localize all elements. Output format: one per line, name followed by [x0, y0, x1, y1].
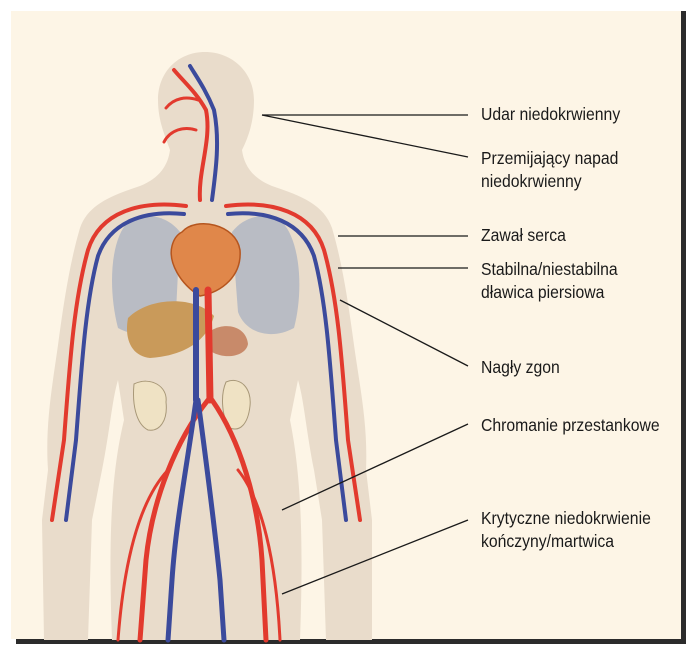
- label-przemijajacy-line1: Przemijający napad: [481, 147, 618, 170]
- label-zgon-text: Nagły zgon: [481, 356, 560, 379]
- label-chromanie: Chromanie przestankowe: [481, 414, 660, 437]
- right-lung: [232, 216, 299, 334]
- label-krytyczne-line1: Krytyczne niedokrwienie: [481, 507, 651, 530]
- label-dlawica-piersiowa: Stabilna/niestabilna dławica piersiowa: [481, 258, 618, 304]
- aorta: [208, 290, 210, 400]
- leader-krytyczne: [282, 520, 468, 594]
- label-nagly-zgon: Nagły zgon: [481, 356, 560, 379]
- leader-przemijajacy: [262, 115, 468, 157]
- label-krytyczne-line2: kończyny/martwica: [481, 530, 651, 553]
- label-zawal-text: Zawał serca: [481, 224, 566, 247]
- label-udar-niedokrwienny: Udar niedokrwienny: [481, 103, 620, 126]
- label-dlawica-line1: Stabilna/niestabilna: [481, 258, 618, 281]
- label-przemijajacy-line2: niedokrwienny: [481, 170, 618, 193]
- label-dlawica-line2: dławica piersiowa: [481, 281, 618, 304]
- label-przemijajacy-napad: Przemijający napad niedokrwienny: [481, 147, 618, 193]
- label-krytyczne-niedokrwienie: Krytyczne niedokrwienie kończyny/martwic…: [481, 507, 651, 553]
- leader-zgon: [340, 300, 468, 366]
- label-chromanie-text: Chromanie przestankowe: [481, 414, 660, 437]
- label-zawal-serca: Zawał serca: [481, 224, 566, 247]
- label-udar-text: Udar niedokrwienny: [481, 103, 620, 126]
